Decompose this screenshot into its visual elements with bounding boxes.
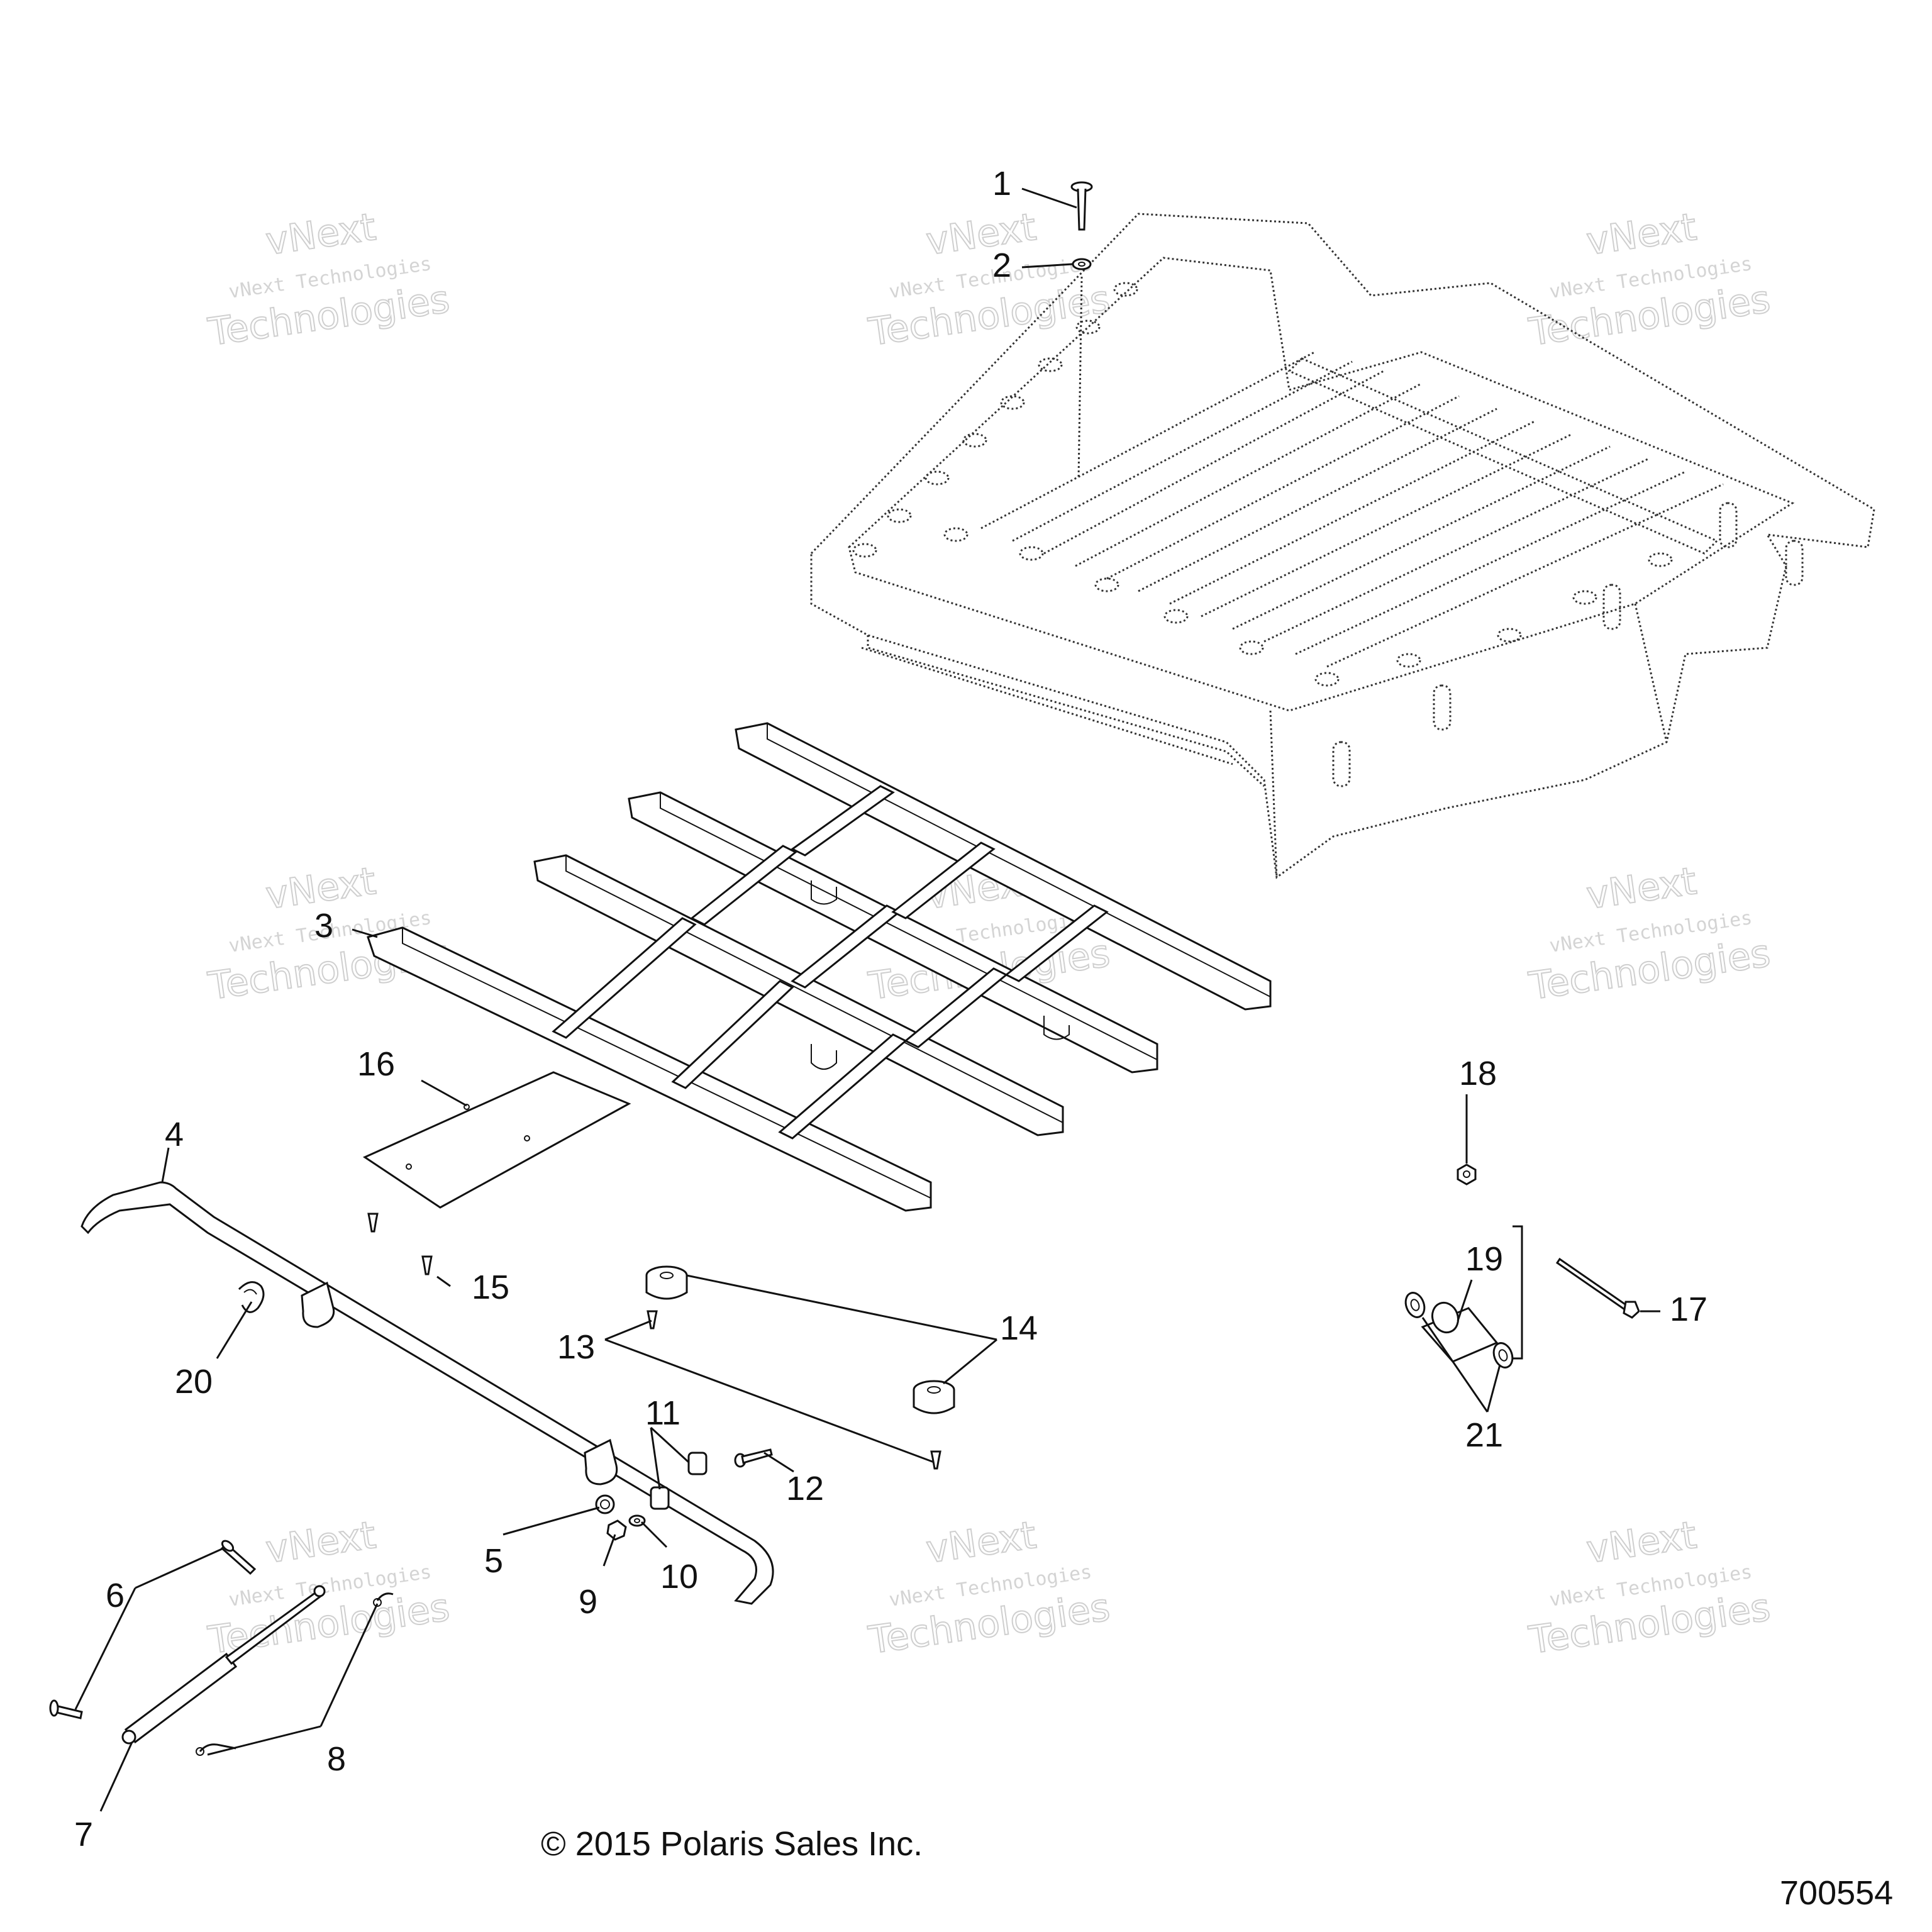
copyright-text: © 2015 Polaris Sales Inc. xyxy=(541,1825,923,1863)
bolt-axis-line xyxy=(1077,276,1083,479)
callout-11: 11 xyxy=(645,1394,680,1432)
cargo-box xyxy=(810,213,1875,879)
watermark-3: vNext vNext Technologies Technologies xyxy=(1526,204,1774,355)
watermark-big-top: vNext xyxy=(1584,205,1699,264)
part-18-nut xyxy=(1457,1163,1477,1185)
tie-down-loops xyxy=(1332,502,1804,787)
callout-5: 5 xyxy=(484,1542,503,1580)
part-19-bushing xyxy=(1421,1301,1499,1363)
callout-14: 14 xyxy=(1000,1309,1038,1347)
watermark-big-top: vNext xyxy=(1584,859,1699,918)
part-20-spring xyxy=(238,1281,265,1313)
callout-numbers: 1 2 3 4 5 6 7 8 9 10 11 12 13 14 15 16 1… xyxy=(74,165,1707,1853)
callout-3: 3 xyxy=(314,907,333,945)
part-14-bumpers xyxy=(645,1265,955,1414)
callout-6: 6 xyxy=(106,1577,125,1614)
callout-9: 9 xyxy=(579,1583,597,1621)
watermark-big-top: vNext xyxy=(1584,1513,1699,1572)
part-1-bolt xyxy=(1070,181,1093,231)
callout-15: 15 xyxy=(472,1269,509,1306)
watermark-9: vNext vNext Technologies Technologies xyxy=(1526,1513,1774,1663)
part-13-screws xyxy=(647,1310,941,1470)
callout-20: 20 xyxy=(175,1363,213,1401)
callout-16: 16 xyxy=(357,1045,395,1083)
leader-lines xyxy=(74,187,1660,1812)
diagram-part-number: 700554 xyxy=(1780,1874,1893,1912)
part-12-bolt xyxy=(734,1448,773,1468)
part-16-plate xyxy=(362,1071,631,1209)
part-3-frame xyxy=(367,722,1272,1212)
part-7-strut xyxy=(121,1585,326,1745)
callout-4: 4 xyxy=(165,1116,184,1153)
part-10-washer xyxy=(628,1514,646,1527)
callout-21: 21 xyxy=(1465,1416,1503,1454)
watermark-big-top: vNext xyxy=(263,205,378,264)
watermark-1: vNext vNext Technologies Technologies xyxy=(205,204,453,355)
part-2-washer xyxy=(1072,258,1092,270)
part-17-bolt xyxy=(1555,1257,1640,1319)
callout-8: 8 xyxy=(327,1740,346,1778)
callout-10: 10 xyxy=(660,1558,698,1596)
callout-18: 18 xyxy=(1459,1055,1497,1092)
watermark-big-top: vNext xyxy=(923,1513,1038,1572)
watermark-7: vNext vNext Technologies Technologies xyxy=(205,1513,453,1663)
group-bracket xyxy=(1513,1225,1523,1360)
watermarks: vNext vNext Technologies Technologies vN… xyxy=(205,204,1774,1663)
callout-13: 13 xyxy=(557,1328,595,1366)
watermark-6: vNext vNext Technologies Technologies xyxy=(1526,858,1774,1009)
rim-pockets xyxy=(852,282,1673,687)
part-21-bushings xyxy=(1404,1292,1514,1368)
part-5-spring xyxy=(595,1494,615,1514)
callout-1: 1 xyxy=(992,165,1011,203)
callout-12: 12 xyxy=(786,1470,824,1507)
callout-2: 2 xyxy=(992,247,1011,284)
part-6-pins xyxy=(49,1540,257,1719)
part-9-nut xyxy=(606,1519,627,1541)
callout-17: 17 xyxy=(1670,1291,1707,1328)
watermark-8: vNext vNext Technologies Technologies xyxy=(865,1513,1113,1663)
callout-19: 19 xyxy=(1465,1240,1503,1278)
watermark-big-top: vNext xyxy=(263,1513,378,1572)
part-15-screws xyxy=(367,1213,433,1275)
watermark-2: vNext vNext Technologies Technologies xyxy=(865,204,1113,355)
part-8-clips xyxy=(196,1592,394,1756)
callout-7: 7 xyxy=(74,1816,93,1853)
part-4-rod xyxy=(80,1181,774,1605)
watermark-big-top: vNext xyxy=(923,205,1038,264)
